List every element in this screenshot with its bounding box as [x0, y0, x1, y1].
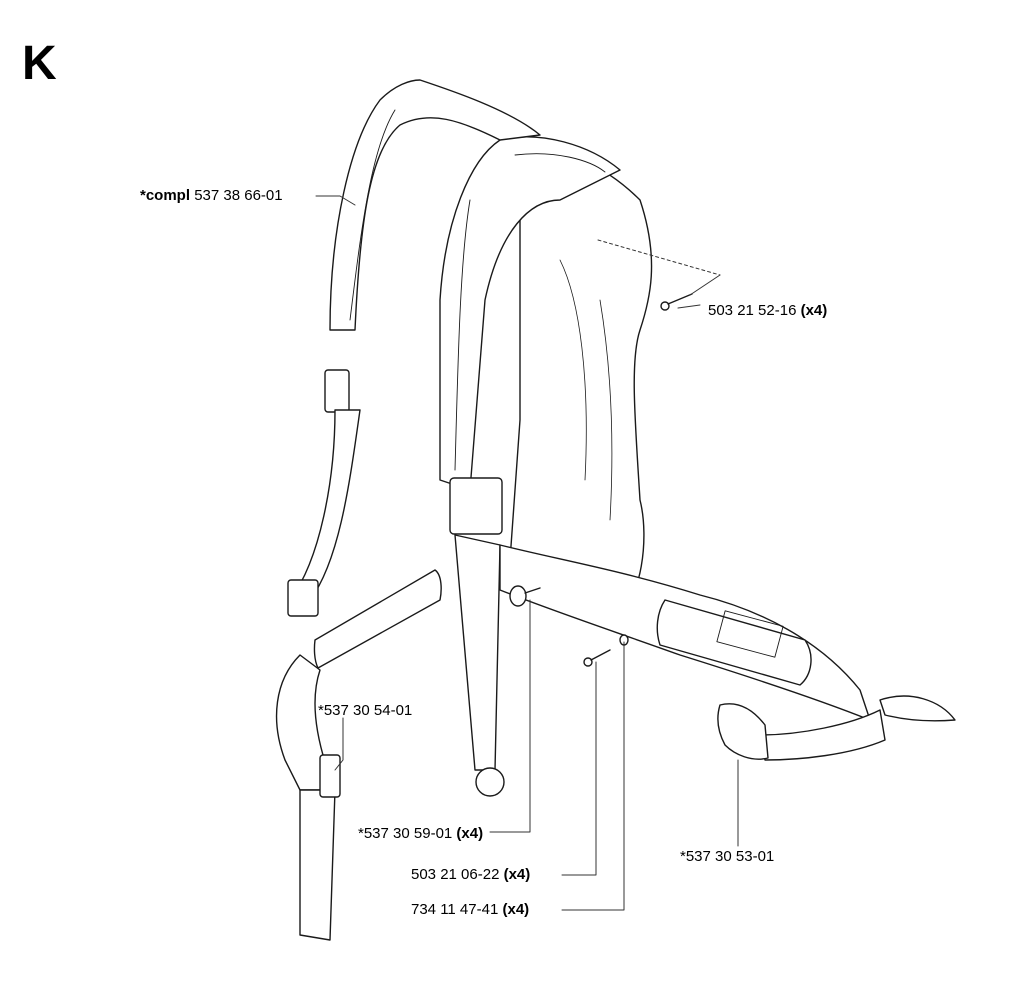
leader-screw-top [677, 304, 701, 309]
hip-pad [656, 599, 812, 686]
right-strap-padding [454, 153, 606, 471]
callout-harness-number: 537 38 66-01 [194, 187, 283, 204]
leader-pad [334, 717, 344, 771]
section-letter: K [22, 37, 57, 90]
right-belt-tail [879, 695, 956, 722]
callout-washer-qty: (x4) [502, 901, 530, 918]
back-plate-ridge [559, 259, 613, 521]
right-belt-end [759, 709, 886, 761]
callout-harness: *compl 537 38 66-01 [140, 187, 283, 205]
lower-left-buckle [319, 754, 341, 798]
callout-pad: *537 30 54-01 [318, 702, 412, 720]
hip-pad-label [716, 610, 784, 658]
left-strap-padding [349, 109, 396, 321]
leader-screw-top-b [689, 274, 721, 296]
left-strap-buckle [324, 369, 350, 413]
hip-buckle [717, 703, 769, 760]
callout-rivet-qty: (x4) [456, 825, 484, 842]
callout-screw-top-number: 503 21 52-16 [708, 302, 797, 319]
leader-harness [315, 195, 356, 206]
callout-screw-top: 503 21 52-16 (x4) [708, 302, 827, 320]
chest-pad [313, 569, 442, 669]
right-strap-ring [475, 767, 505, 797]
leader-washer [561, 641, 625, 911]
rivet-icon [509, 585, 541, 607]
left-strap-webbing [289, 409, 361, 601]
left-strap-clip [287, 579, 319, 617]
right-strap-webbing [454, 534, 501, 771]
screw-bottom-icon [583, 649, 611, 667]
callout-screw-bottom: 503 21 06-22 (x4) [411, 866, 530, 884]
callout-hip-pad: *537 30 53-01 [680, 848, 774, 866]
callout-washer-number: 734 11 47-41 [411, 901, 499, 918]
screw-top-icon [660, 293, 693, 311]
leader-screw-top-a [597, 239, 721, 276]
callout-harness-prefix: *compl [140, 187, 191, 204]
callout-hip-pad-number: *537 30 53-01 [680, 848, 775, 865]
right-strap-buckle [449, 477, 503, 535]
callout-screw-bottom-number: 503 21 06-22 [411, 866, 500, 883]
leader-screw-bottom [561, 661, 597, 876]
callout-screw-bottom-qty: (x4) [503, 866, 531, 883]
callout-rivet: *537 30 59-01 (x4) [358, 825, 483, 843]
lower-left-belt-end [299, 789, 336, 941]
callout-washer: 734 11 47-41 (x4) [411, 901, 529, 919]
callout-screw-top-qty: (x4) [800, 302, 828, 319]
leader-rivet [489, 599, 531, 833]
callout-rivet-number: *537 30 59-01 [358, 825, 453, 842]
right-shoulder-strap [439, 136, 621, 491]
callout-pad-number: *537 30 54-01 [318, 702, 413, 719]
